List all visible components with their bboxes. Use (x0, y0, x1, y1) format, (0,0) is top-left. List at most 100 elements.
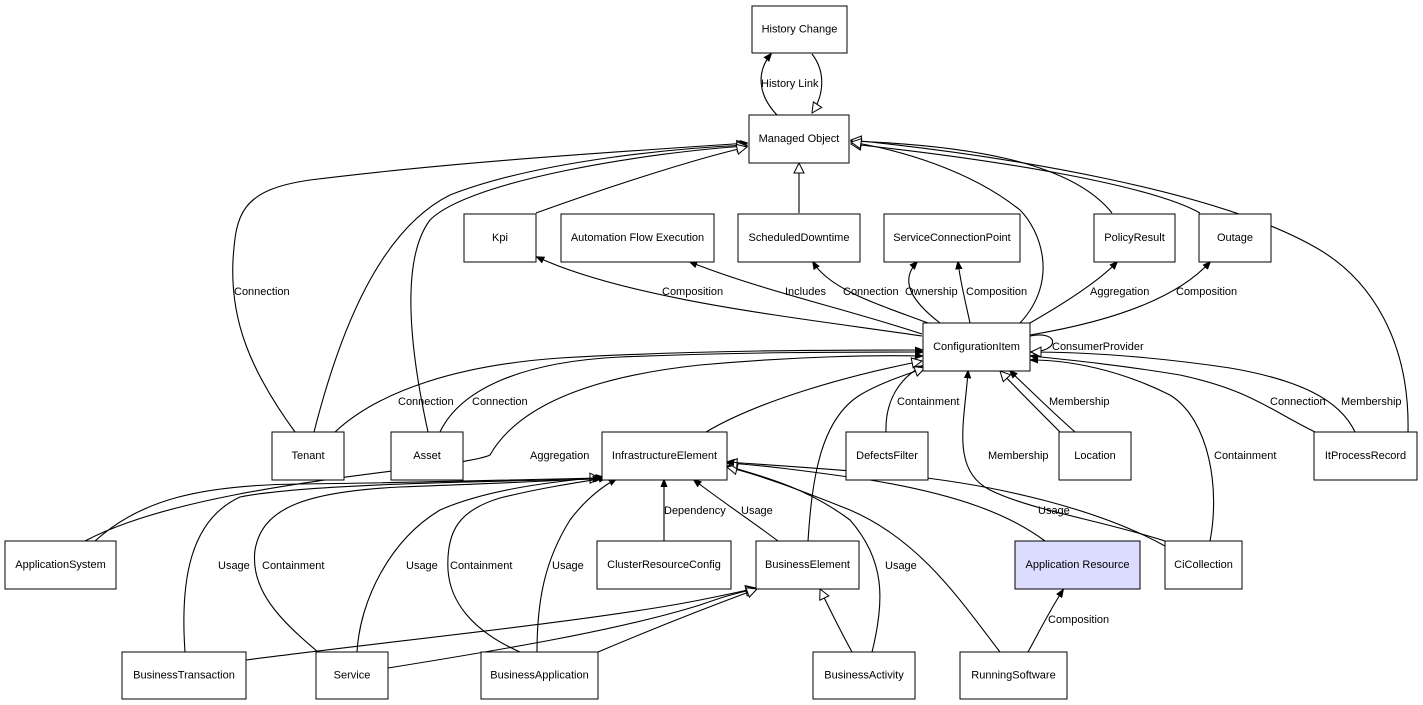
node-asset[interactable]: Asset (390, 431, 464, 481)
edge-as-aggregation-ci (84, 356, 922, 542)
edge-ci-composition-outage (1029, 262, 1210, 336)
edges (84, 54, 1409, 669)
node-label: CiCollection (1174, 559, 1233, 571)
node-business-activity[interactable]: BusinessActivity (812, 651, 916, 700)
edge-tenant-gen-mo (313, 145, 747, 433)
edge-asset-gen-mo (410, 146, 747, 433)
edge-ci-composition-kpi (537, 257, 923, 337)
label-composition-rs: Composition (1048, 614, 1109, 626)
node-running-software[interactable]: RunningSoftware (959, 651, 1068, 700)
node-label: Outage (1217, 232, 1253, 244)
node-managed-object[interactable]: Managed Object (748, 114, 850, 164)
node-label: ApplicationSystem (15, 559, 106, 571)
edge-bt-gen-be (245, 588, 756, 661)
label-usage-cic: Usage (1038, 505, 1070, 517)
node-ci-collection[interactable]: CiCollection (1164, 540, 1243, 590)
node-label: ScheduledDowntime (749, 232, 850, 244)
node-label: BusinessElement (765, 559, 850, 571)
node-tenant[interactable]: Tenant (271, 431, 345, 481)
node-policy-result[interactable]: PolicyResult (1093, 213, 1176, 263)
node-label: Location (1074, 450, 1116, 462)
label-history-link: History Link (761, 78, 819, 90)
edge-ci-aggregation-pr (1029, 262, 1117, 324)
node-it-process-record[interactable]: ItProcessRecord (1313, 431, 1418, 481)
node-kpi[interactable]: Kpi (463, 213, 537, 263)
label-includes: Includes (785, 286, 826, 298)
edge-service-gen-be (387, 589, 756, 669)
node-label: History Change (762, 23, 838, 35)
label-aggregation-pr: Aggregation (1090, 286, 1149, 298)
node-application-system[interactable]: ApplicationSystem (4, 540, 117, 590)
node-label: Application Resource (1026, 559, 1130, 571)
node-service-connection-point[interactable]: ServiceConnectionPoint (883, 213, 1021, 263)
edge-pr-gen-mo (851, 141, 1113, 214)
edge-location-gen-ci (1000, 371, 1061, 433)
edge-location-membership-ci (1010, 371, 1076, 433)
label-usage-ba: Usage (552, 560, 584, 572)
label-connection-tenant: Connection (398, 396, 454, 408)
label-containment-cic: Containment (1214, 450, 1276, 462)
edge-ie-gen-ci (705, 361, 922, 433)
node-label: Managed Object (759, 133, 840, 145)
node-cluster-resource-config[interactable]: ClusterResourceConfig (596, 540, 732, 590)
edge-ci-composition-scp (958, 262, 971, 324)
node-label: PolicyResult (1104, 232, 1165, 244)
node-business-element[interactable]: BusinessElement (755, 540, 860, 590)
node-service[interactable]: Service (315, 651, 389, 700)
node-label: RunningSoftware (971, 669, 1055, 681)
label-dependency: Dependency (664, 505, 726, 517)
edge-itpr-connection-ci (1031, 356, 1316, 433)
edge-outage-gen-mo (851, 144, 1201, 214)
edge-ci-consumer-provider (1029, 334, 1054, 352)
label-consumer-provider: ConsumerProvider (1052, 341, 1144, 353)
node-scheduled-downtime[interactable]: ScheduledDowntime (737, 213, 861, 263)
node-label: InfrastructureElement (612, 450, 717, 462)
edge-bact-gen-be (820, 589, 853, 653)
node-outage[interactable]: Outage (1198, 213, 1272, 263)
node-application-resource[interactable]: Application Resource (1014, 540, 1141, 590)
node-label: Automation Flow Execution (571, 232, 704, 244)
edge-itpr-gen-mo (851, 140, 1409, 433)
node-history-change[interactable]: History Change (751, 5, 848, 54)
label-membership-cic: Membership (988, 450, 1049, 462)
edge-service-usage-ie (356, 477, 603, 653)
edge-ba-gen-be (597, 589, 757, 653)
node-label: Asset (413, 450, 441, 462)
label-aggregation-as: Aggregation (530, 450, 589, 462)
edge-kpi-gen-mo (535, 147, 747, 214)
label-composition-outage: Composition (1176, 286, 1237, 298)
label-usage-be: Usage (741, 505, 773, 517)
node-automation-flow-execution[interactable]: Automation Flow Execution (560, 213, 715, 263)
edge-ba-containment-ie (447, 478, 606, 653)
edge-ci-ownership-scp (908, 262, 941, 324)
node-label: ItProcessRecord (1325, 450, 1406, 462)
edge-ci-gen-mo (851, 142, 1044, 324)
label-composition-scp: Composition (966, 286, 1027, 298)
node-label: ServiceConnectionPoint (893, 232, 1010, 244)
node-business-transaction[interactable]: BusinessTransaction (121, 651, 247, 700)
nodes: History Change Managed Object Kpi Automa… (4, 5, 1418, 700)
label-connection-asset: Connection (472, 396, 528, 408)
edge-rs-gen-ie (727, 467, 1001, 653)
edge-itpr-membership-ci (1031, 352, 1356, 433)
label-usage-bact: Usage (885, 560, 917, 572)
edge-tenant-connection-mo (232, 143, 747, 433)
label-containment-ba: Containment (450, 560, 512, 572)
node-defects-filter[interactable]: DefectsFilter (845, 431, 929, 481)
node-business-application[interactable]: BusinessApplication (480, 651, 599, 700)
label-containment-df: Containment (897, 396, 959, 408)
node-configuration-item[interactable]: ConfigurationItem (922, 322, 1031, 372)
edge-cic-containment-ci (1031, 360, 1215, 542)
label-containment-service: Containment (262, 560, 324, 572)
node-location[interactable]: Location (1058, 431, 1132, 481)
edge-cic-membership-ci (962, 371, 1166, 542)
edge-tenant-connection-ci (334, 350, 922, 433)
edge-ba-usage-ie (536, 479, 616, 653)
edge-asset-connection-ci (439, 352, 922, 433)
node-label: BusinessTransaction (133, 669, 235, 681)
label-connection-itpr: Connection (1270, 396, 1326, 408)
node-infrastructure-element[interactable]: InfrastructureElement (601, 431, 728, 481)
edge-labels: History Link Connection Composition Incl… (218, 78, 1402, 626)
label-ownership: Ownership (905, 286, 958, 298)
